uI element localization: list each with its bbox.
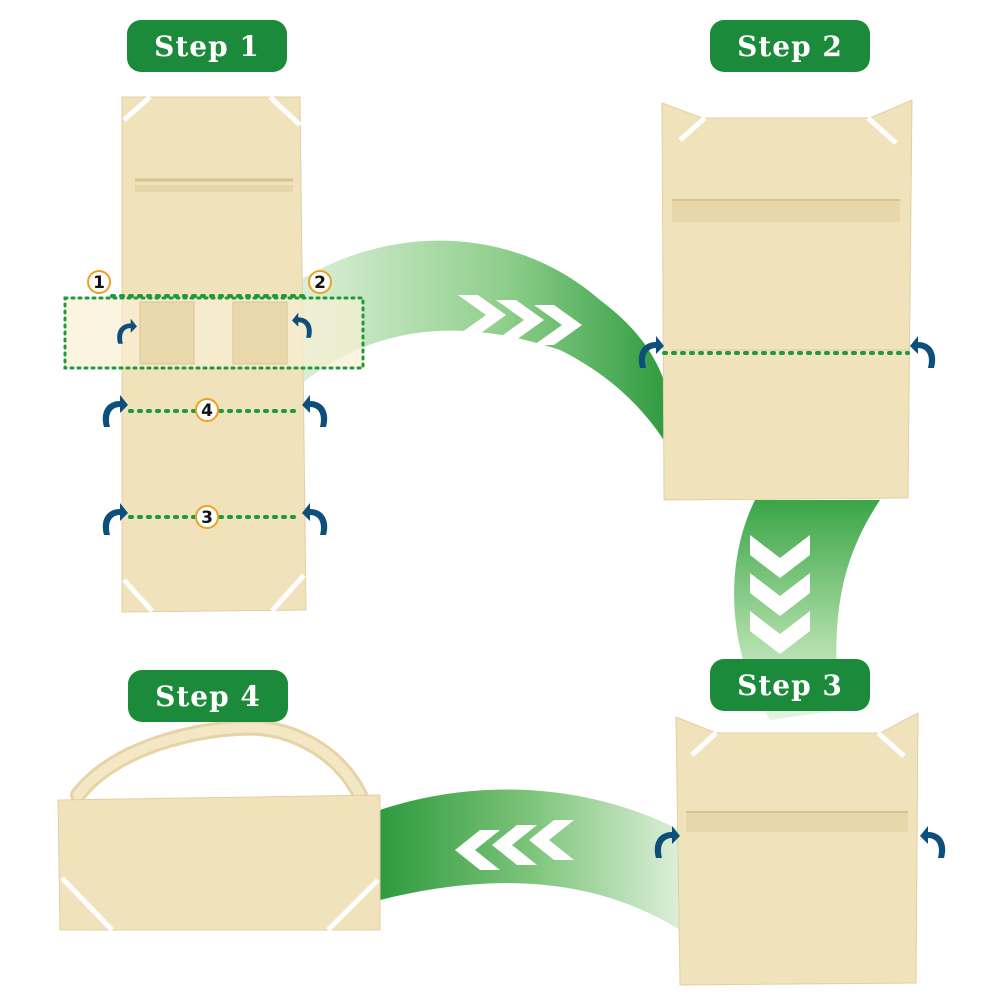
fold-marker-4: 4	[195, 398, 219, 422]
chevron-right-icon	[458, 295, 582, 345]
step1-pad	[63, 95, 365, 613]
svg-text:2: 2	[314, 273, 326, 293]
svg-text:4: 4	[201, 401, 213, 421]
fold-arrow-icon	[302, 395, 328, 427]
fold-marker-1: 1	[87, 270, 111, 294]
fold-arrow-icon	[302, 503, 328, 535]
transition-band-1-to-2	[300, 240, 670, 450]
step-3-label: Step 3	[737, 668, 843, 702]
step-4-label: Step 4	[155, 679, 261, 713]
fold-marker-2: 2	[308, 270, 332, 294]
chevron-down-icon	[750, 535, 810, 654]
step-2-badge: Step 2	[710, 20, 870, 72]
step2-pad	[661, 99, 913, 501]
svg-text:1: 1	[93, 273, 105, 293]
chevron-left-icon	[455, 820, 574, 870]
fold-arrow-icon	[920, 826, 946, 858]
step4-pad	[57, 719, 381, 932]
fold-arrow-icon	[910, 336, 936, 368]
step-3-badge: Step 3	[710, 659, 870, 711]
step-2-label: Step 2	[737, 29, 843, 63]
fold-marker-3: 3	[195, 505, 219, 529]
step-1-label: Step 1	[154, 29, 260, 63]
svg-text:3: 3	[201, 508, 213, 528]
step-4-badge: Step 4	[128, 670, 288, 722]
step3-pad	[675, 712, 919, 986]
step-1-badge: Step 1	[127, 20, 287, 72]
